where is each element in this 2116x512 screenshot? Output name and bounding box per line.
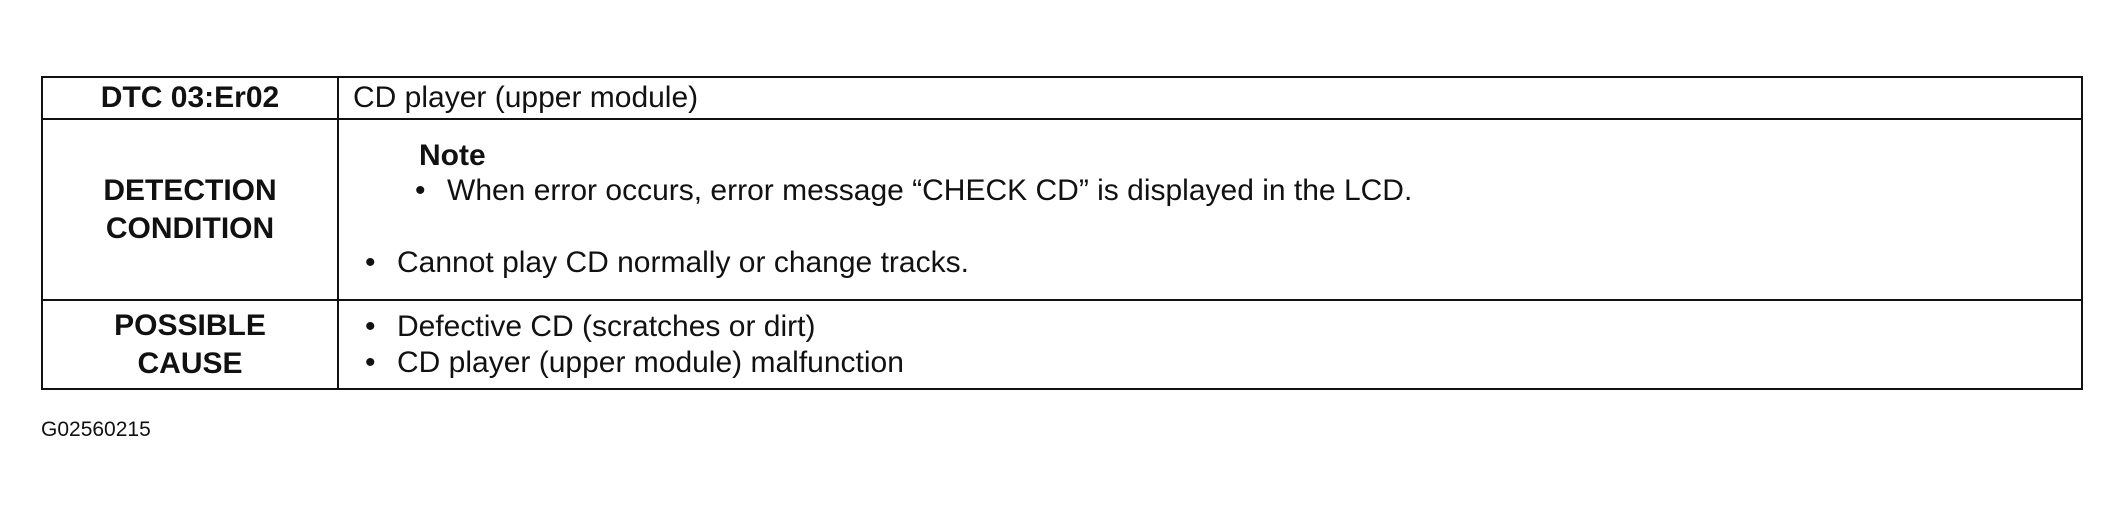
cause-label-cell: POSSIBLE CAUSE — [41, 299, 339, 390]
cause-row: POSSIBLE CAUSE • Defective CD (scratches… — [41, 299, 2083, 390]
detection-row: DETECTION CONDITION Note • When error oc… — [41, 118, 2083, 302]
note-title: Note — [419, 138, 486, 172]
cause-bullet-text: Defective CD (scratches or dirt) — [397, 309, 816, 343]
note-bullet-text: When error occurs, error message “CHECK … — [447, 173, 1413, 207]
bullet-icon: • — [365, 309, 376, 343]
dtc-title-cell: CD player (upper module) — [337, 75, 2083, 121]
note-bullet: • When error occurs, error message “CHEC… — [403, 173, 2081, 209]
detection-content-cell: Note • When error occurs, error message … — [337, 118, 2083, 302]
cause-bullet-text: CD player (upper module) malfunction — [397, 345, 904, 379]
bullet-icon: • — [365, 345, 376, 379]
cause-label-line1: POSSIBLE — [114, 308, 266, 342]
detection-label-line1: DETECTION — [103, 173, 277, 207]
cause-label-line2: CAUSE — [137, 346, 243, 380]
dtc-code-cell: DTC 03:Er02 — [41, 75, 339, 121]
cause-bullet-1: • Defective CD (scratches or dirt) — [353, 309, 2081, 345]
detection-bullet-text: Cannot play CD normally or change tracks… — [397, 245, 969, 279]
detection-bullet: • Cannot play CD normally or change trac… — [353, 245, 2081, 281]
bullet-icon: • — [415, 173, 426, 207]
cause-bullet-2: • CD player (upper module) malfunction — [353, 345, 2081, 381]
dtc-title: CD player (upper module) — [353, 81, 699, 115]
figure-code: G02560215 — [41, 418, 151, 441]
detection-label-cell: DETECTION CONDITION — [41, 118, 339, 302]
bullet-icon: • — [365, 245, 376, 279]
detection-label-line2: CONDITION — [105, 211, 275, 245]
dtc-table: DTC 03:Er02 CD player (upper module) DET… — [41, 75, 2083, 390]
dtc-code: DTC 03:Er02 — [100, 81, 280, 115]
header-row: DTC 03:Er02 CD player (upper module) — [41, 75, 2083, 121]
cause-content-cell: • Defective CD (scratches or dirt) • CD … — [337, 299, 2083, 390]
